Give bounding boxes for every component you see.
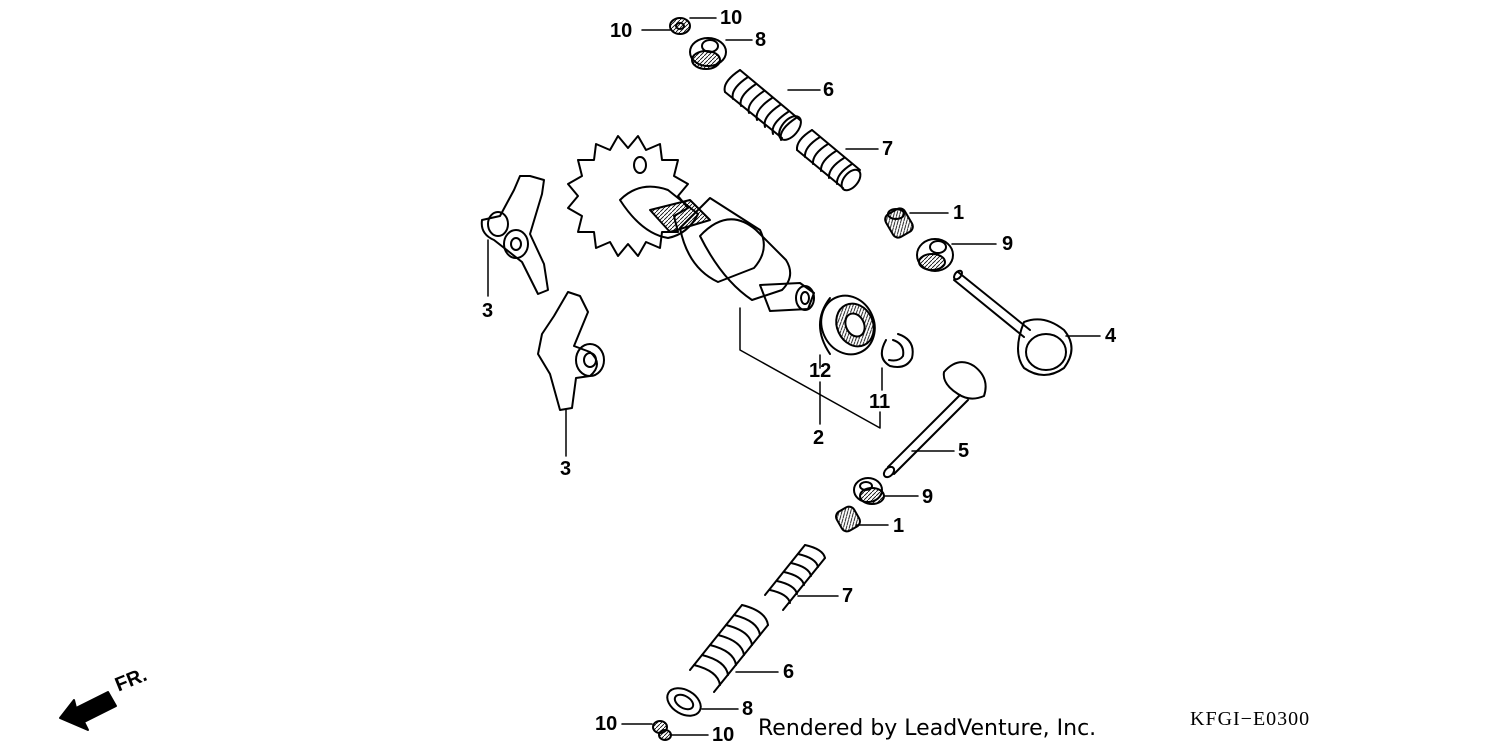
spring-seat-bottom [853,477,885,505]
outer-spring-bottom [689,604,769,693]
credit-text: Rendered by LeadVenture, Inc. [758,716,1097,741]
inner-spring-top [795,129,862,192]
label-spring-retainer: 8 [755,29,767,51]
label-inner-spring: 7 [842,585,854,607]
label-outer-spring: 6 [783,661,795,683]
label-spring-seat: 9 [1002,233,1014,255]
valve-4 [953,269,1073,376]
diagram-code: KFGI−E0300 [1190,708,1311,730]
stem-seal-top [884,207,914,239]
inner-spring-bottom [764,544,826,611]
spring-retainer-bottom [666,687,702,717]
bearing [819,294,876,356]
valve-5 [882,361,987,479]
valve-cotter-top [669,17,691,35]
label-circlip: 11 [869,391,891,413]
rocker-arm-lower [537,291,605,411]
stem-seal-bottom [835,505,861,533]
label-stem-seal: 1 [893,515,905,537]
label-bearing: 12 [809,360,832,382]
camshaft-assembly [567,135,815,312]
outer-spring-top [723,69,802,141]
spring-retainer-top [689,37,727,70]
label-valve-cotter: 10 [595,713,618,735]
leader-lines [487,17,1101,736]
label-stem-seal: 1 [953,202,965,224]
front-arrow [59,691,117,731]
label-rocker-arm: 3 [482,300,494,322]
label-valve-cotter: 10 [712,724,735,746]
label-spring-seat: 9 [922,486,934,508]
label-outer-spring: 6 [823,79,835,101]
label-camshaft: 2 [813,427,825,449]
rocker-arm-upper [480,175,549,295]
circlip [880,333,914,368]
spring-seat-top [916,238,954,272]
label-rocker-arm: 3 [560,458,572,480]
label-valve-cotter: 10 [720,7,743,29]
label-valve: 4 [1105,325,1117,347]
label-valve: 5 [958,440,970,462]
valve-cotter-bottom [652,720,672,741]
label-spring-retainer: 8 [742,698,754,720]
label-valve-cotter: 10 [610,20,633,42]
label-inner-spring: 7 [882,138,894,160]
